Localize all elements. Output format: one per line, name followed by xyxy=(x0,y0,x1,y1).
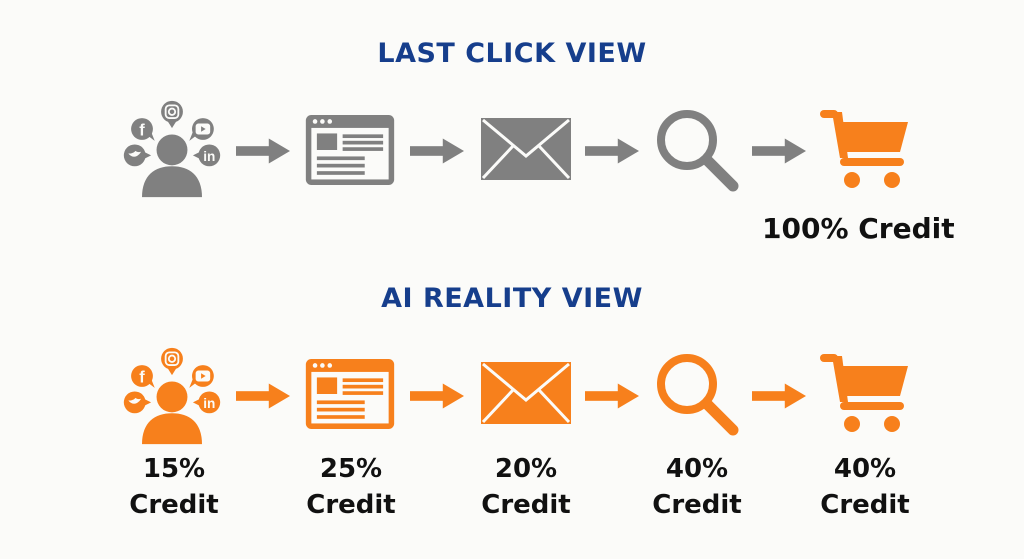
arrow-icon xyxy=(585,383,639,409)
arrow-icon xyxy=(752,138,806,164)
email-envelope-icon xyxy=(481,118,571,180)
step-3-label: Credit xyxy=(481,490,571,520)
step-1-percent: 15% xyxy=(142,454,206,484)
step-4-percent: 40% xyxy=(665,454,729,484)
step-2-label: Credit xyxy=(306,490,396,520)
arrow-icon xyxy=(410,383,464,409)
arrow-icon xyxy=(585,138,639,164)
step-2-percent: 25% xyxy=(319,454,383,484)
social-media-user-icon: f in xyxy=(117,99,227,199)
search-magnifier-icon xyxy=(657,110,739,192)
ai-reality-title: AI REALITY VIEW xyxy=(381,283,643,314)
last-click-title: LAST CLICK VIEW xyxy=(377,38,647,69)
browser-webpage-icon xyxy=(305,115,395,185)
linkedin-icon: in xyxy=(203,149,215,164)
search-magnifier-icon xyxy=(657,354,739,436)
step-4-label: Credit xyxy=(652,490,742,520)
last-click-credit: 100% Credit xyxy=(762,212,955,245)
step-5-percent: 40% xyxy=(833,454,897,484)
facebook-icon: f xyxy=(139,121,145,139)
arrow-icon xyxy=(410,138,464,164)
browser-webpage-icon xyxy=(305,359,395,429)
step-3-percent: 20% xyxy=(494,454,558,484)
arrow-icon xyxy=(236,138,290,164)
linkedin-icon: in xyxy=(203,396,215,411)
step-1-label: Credit xyxy=(129,490,219,520)
shopping-cart-icon xyxy=(820,110,910,190)
facebook-icon: f xyxy=(139,368,145,386)
arrow-icon xyxy=(752,383,806,409)
email-envelope-icon xyxy=(481,362,571,424)
shopping-cart-icon xyxy=(820,354,910,434)
arrow-icon xyxy=(236,383,290,409)
social-media-user-icon: f in xyxy=(117,346,227,446)
step-5-label: Credit xyxy=(820,490,910,520)
